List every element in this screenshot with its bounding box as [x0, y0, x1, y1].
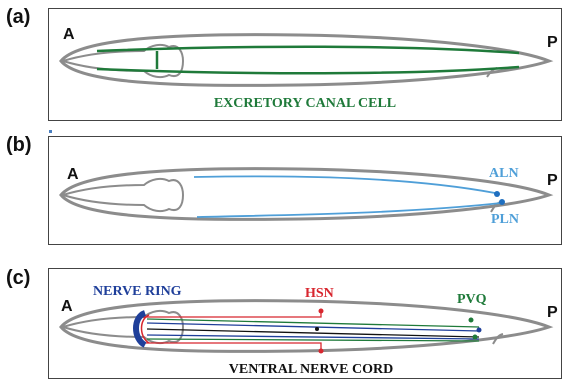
pvq-cell-body-right [473, 335, 478, 340]
panel-c-diagram: A P NERVE RING HSN PVQ VENTRAL NERVE COR… [49, 269, 562, 379]
pvq-cell-body-mid [477, 328, 482, 333]
posterior-label: P [547, 172, 558, 189]
panel-a-label: (a) [6, 6, 30, 29]
hsn-cell-body-left [319, 309, 324, 314]
excretory-caption: EXCRETORY CANAL CELL [214, 96, 396, 111]
midbody-dot [315, 327, 319, 331]
pvq-cell-body-left [469, 318, 474, 323]
anterior-label: A [67, 166, 79, 183]
panel-b-label: (b) [6, 134, 32, 157]
ventral-nerve-cord-caption: VENTRAL NERVE CORD [229, 362, 393, 377]
posterior-label: P [547, 34, 558, 51]
posterior-label: P [547, 304, 558, 321]
aln-cell-body [494, 191, 500, 197]
panel-b-diagram: A P ALN PLN [49, 137, 562, 245]
aln-label: ALN [489, 166, 519, 181]
pln-label: PLN [491, 212, 519, 227]
hsn-label: HSN [305, 286, 334, 301]
anterior-label: A [61, 298, 73, 315]
nerve-ring-label: NERVE RING [93, 284, 182, 299]
pvq-label: PVQ [457, 292, 487, 307]
anterior-label: A [63, 26, 75, 43]
panel-c-label: (c) [6, 267, 30, 290]
small-marker [49, 130, 52, 133]
panel-a-diagram: A P EXCRETORY CANAL CELL [49, 9, 562, 121]
worm-body-outline [61, 35, 549, 86]
panel-a: A P EXCRETORY CANAL CELL [48, 8, 562, 121]
hsn-cell-body-right [319, 349, 324, 354]
panel-c: A P NERVE RING HSN PVQ VENTRAL NERVE COR… [48, 268, 562, 379]
panel-b: A P ALN PLN [48, 136, 562, 245]
pln-cell-body [499, 199, 505, 205]
